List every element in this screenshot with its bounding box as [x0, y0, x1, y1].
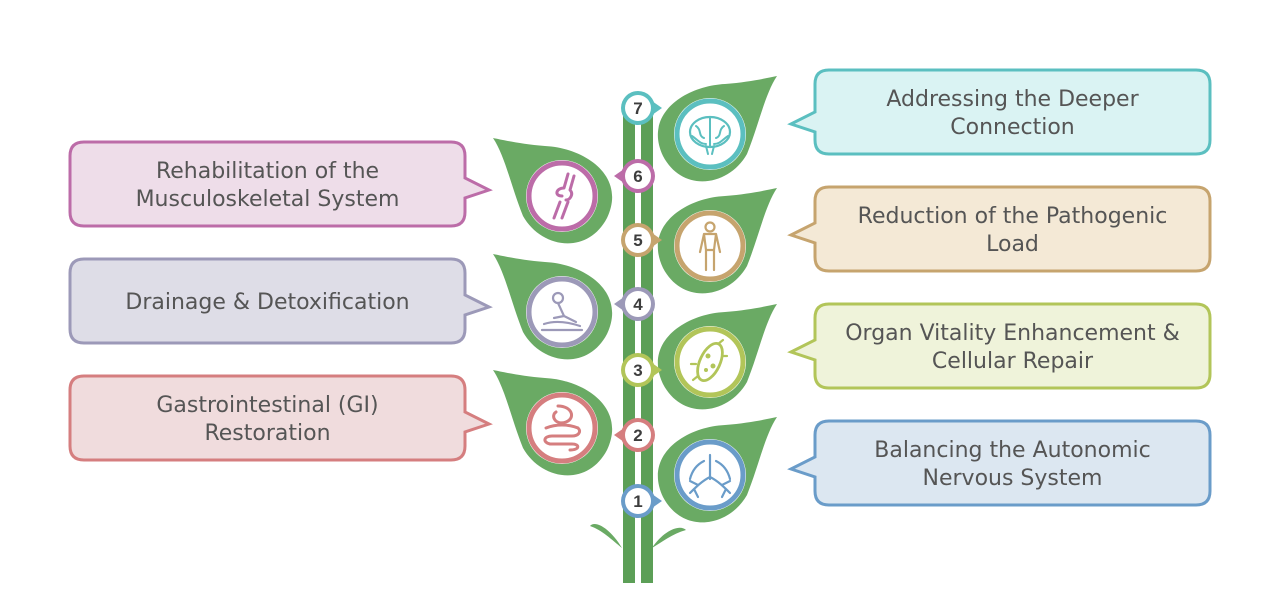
base-leaf-right: [652, 527, 686, 548]
lungs-icon: [688, 453, 732, 499]
number-nodes-layer: 1 2 3 4 5 6 7: [614, 91, 662, 518]
step-number-6: 6: [633, 167, 642, 186]
stem-bar-left: [623, 100, 635, 583]
step-number-1: 1: [633, 492, 642, 511]
icon-circle-ring-1: [674, 439, 746, 511]
bubble-5: [787, 185, 1212, 273]
node-face-3: [625, 357, 651, 383]
node-face-7: [625, 95, 651, 121]
bubble-text-6-line-1: Rehabilitation of the: [156, 159, 379, 184]
node-face-4: [625, 291, 651, 317]
bubble-text-1-line-2: Nervous System: [923, 466, 1103, 491]
bubble-6: [68, 140, 493, 228]
icon-circle-ring-2: [526, 392, 598, 464]
icon-circle-ring-7: [674, 98, 746, 170]
stem-bar-right: [641, 100, 653, 583]
step-number-3: 3: [633, 361, 642, 380]
bubble-4: [68, 257, 493, 345]
step-number-7: 7: [633, 99, 642, 118]
icon-circle-ring-3: [674, 326, 746, 398]
bubble-text-5-line-1: Reduction of the Pathogenic: [858, 204, 1168, 229]
step-number-4: 4: [633, 295, 643, 314]
bubble-2: [68, 374, 493, 462]
node-face-5: [625, 227, 651, 253]
base-leaf-left: [590, 524, 622, 548]
bubble-text-7-line-1: Addressing the Deeper: [886, 87, 1139, 112]
bubble-text-6-line-2: Musculoskeletal System: [136, 187, 400, 212]
bubble-text-3-line-1: Organ Vitality Enhancement &: [845, 321, 1180, 346]
bubble-text-3-line-2: Cellular Repair: [932, 349, 1094, 374]
icon-circle-inner-5: [682, 218, 738, 274]
step-number-2: 2: [633, 426, 642, 445]
bubble-text-2-line-2: Restoration: [204, 421, 330, 446]
bubble-text-4-line-1: Drainage & Detoxification: [125, 290, 409, 315]
bubble-text-1-line-1: Balancing the Autonomic: [874, 438, 1150, 463]
icon-circle-ring-5: [674, 210, 746, 282]
cell-icon: [689, 338, 729, 383]
node-face-2: [625, 422, 651, 448]
brain-icon: [688, 115, 732, 155]
human-body-icon: [698, 221, 722, 272]
node-face-1: [625, 488, 651, 514]
icon-circle-ring-6: [526, 160, 598, 232]
node-face-6: [625, 163, 651, 189]
massage-icon: [540, 291, 584, 332]
bubble-text-5-line-2: Load: [986, 232, 1039, 257]
plant-stem: [590, 100, 686, 583]
knee-joint-icon: [552, 172, 576, 220]
icon-circle-inner-3: [682, 334, 738, 390]
bubble-7: [787, 68, 1212, 156]
bubble-text-7-line-2: Connection: [950, 115, 1074, 140]
step-number-5: 5: [633, 231, 642, 250]
bubble-1: [787, 419, 1212, 507]
bubble-3: [787, 302, 1212, 390]
icon-circle-inner-2: [534, 400, 590, 456]
icon-circle-ring-4: [526, 276, 598, 348]
bubble-text-2-line-1: Gastrointestinal (GI): [156, 393, 378, 418]
intestine-icon: [543, 404, 582, 452]
leaves-layer: [493, 76, 777, 523]
